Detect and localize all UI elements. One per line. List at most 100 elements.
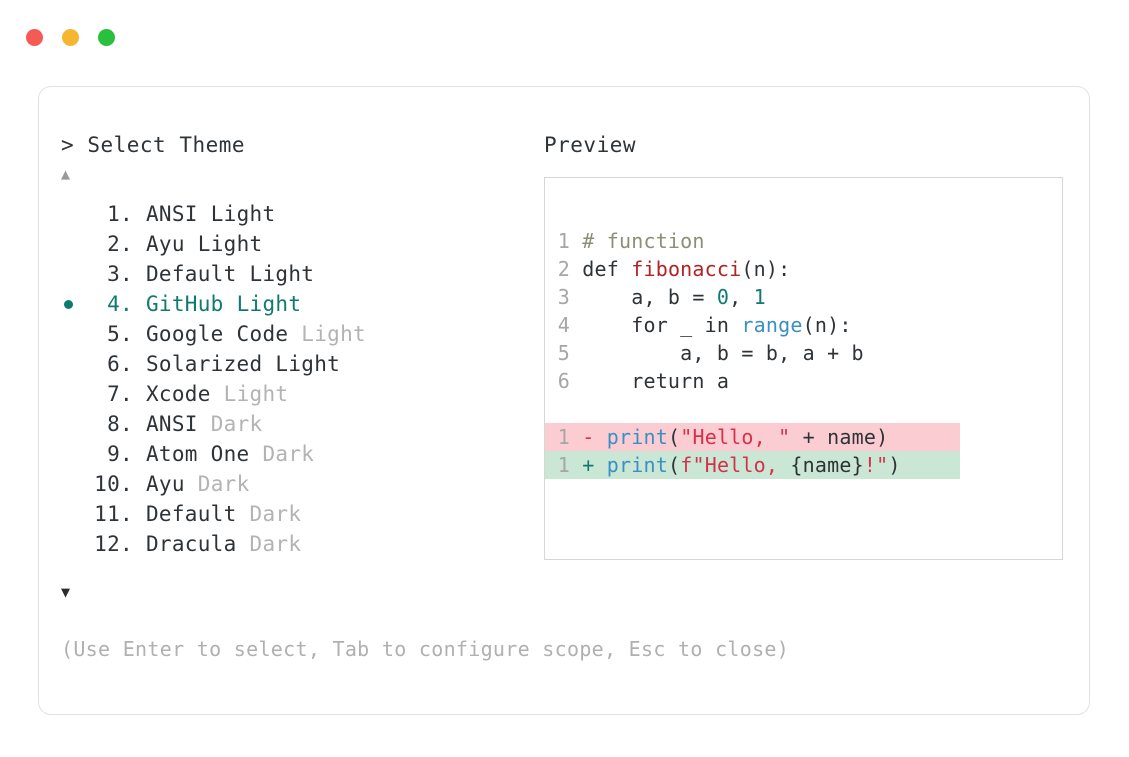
- theme-list-item[interactable]: 3. Default Light: [61, 259, 521, 289]
- spacer: [133, 262, 146, 286]
- selection-bullet-icon: [64, 270, 73, 279]
- spacer: [595, 453, 607, 477]
- code-token: (n):: [741, 257, 791, 281]
- selection-bullet-icon: [64, 390, 73, 399]
- theme-item-number: 12.: [94, 532, 133, 556]
- code-token: "Hello, ": [680, 425, 791, 449]
- theme-item-name: Solarized: [145, 352, 263, 376]
- theme-list-item[interactable]: 9. Atom One Dark: [61, 439, 521, 469]
- scroll-up-icon[interactable]: ▲: [61, 165, 71, 183]
- preview-label: Preview: [544, 133, 637, 157]
- theme-item-variant: Light: [210, 202, 276, 226]
- theme-list-item[interactable]: 10. Ayu Dark: [61, 469, 521, 499]
- code-token: range: [741, 313, 803, 337]
- code-token: 1: [753, 285, 766, 309]
- window-titlebar: [26, 29, 115, 46]
- theme-list-item[interactable]: 4. GitHub Light: [61, 289, 521, 319]
- line-number: 6: [557, 369, 570, 393]
- selection-bullet-icon: [64, 330, 73, 339]
- spacer: [133, 322, 146, 346]
- spacer: [211, 382, 224, 406]
- spacer: [570, 341, 582, 365]
- code-token: def: [582, 257, 632, 281]
- theme-item-name: Dracula: [145, 532, 237, 556]
- spacer: [570, 453, 582, 477]
- theme-list-item[interactable]: 12. Dracula Dark: [61, 529, 521, 559]
- code-token: 0: [716, 285, 730, 309]
- selection-bullet-icon: [64, 510, 73, 519]
- theme-item-name: Xcode: [145, 382, 211, 406]
- selection-bullet-icon: [64, 210, 73, 219]
- theme-list-item[interactable]: 6. Solarized Light: [61, 349, 521, 379]
- theme-list-item[interactable]: 2. Ayu Light: [61, 229, 521, 259]
- diff-removed-line: 1 - print("Hello, " + name): [545, 423, 960, 451]
- theme-list-item[interactable]: 7. Xcode Light: [61, 379, 521, 409]
- spacer: [262, 352, 275, 376]
- spacer: [288, 322, 301, 346]
- spacer: [133, 412, 146, 436]
- theme-item-name: Atom One: [145, 442, 250, 466]
- theme-item-number: 10.: [94, 472, 133, 496]
- window-close-button[interactable]: [26, 29, 43, 46]
- spacer: [185, 472, 198, 496]
- theme-item-variant: Light: [301, 322, 366, 346]
- line-number: 3: [557, 285, 570, 309]
- theme-item-variant: Dark: [197, 472, 250, 496]
- spacer: [185, 232, 198, 256]
- spacer: [237, 262, 250, 286]
- theme-list-item[interactable]: 11. Default Dark: [61, 499, 521, 529]
- theme-list-item[interactable]: 1. ANSI Light: [61, 199, 521, 229]
- theme-item-number: 3.: [107, 262, 133, 286]
- code-token: print: [606, 453, 668, 477]
- spacer: [237, 532, 250, 556]
- theme-item-number: 8.: [107, 412, 133, 436]
- theme-item-name: Google Code: [145, 322, 289, 346]
- theme-item-variant: Light: [197, 232, 263, 256]
- diff-added-line: 1 + print(f"Hello, {name}!"): [545, 451, 960, 479]
- spacer: [224, 292, 237, 316]
- theme-item-number: 6.: [107, 352, 133, 376]
- page-title: Select Theme: [87, 133, 246, 157]
- code-token: print: [606, 425, 668, 449]
- scroll-down-icon[interactable]: ▼: [61, 583, 71, 601]
- selection-bullet-icon: [64, 540, 73, 549]
- code-token: f"Hello,: [680, 453, 791, 477]
- spacer: [133, 472, 146, 496]
- code-line: 4 for _ in range(n):: [556, 311, 1062, 339]
- selection-bullet-icon: [64, 240, 73, 249]
- code-token: ,: [729, 285, 754, 309]
- spacer: [595, 425, 607, 449]
- theme-item-name: Default: [145, 262, 237, 286]
- window-minimize-button[interactable]: [62, 29, 79, 46]
- line-number: 1: [557, 425, 570, 449]
- theme-list-item[interactable]: 5. Google Code Light: [61, 319, 521, 349]
- code-token: (: [667, 425, 681, 449]
- theme-item-variant: Dark: [262, 442, 315, 466]
- code-line: 3 a, b = 0, 1: [556, 283, 1062, 311]
- theme-item-variant: Light: [275, 352, 341, 376]
- code-token: # function: [582, 229, 705, 253]
- theme-item-variant: Light: [223, 382, 289, 406]
- code-token: a, b =: [582, 285, 717, 309]
- code-token: (n):: [802, 313, 852, 337]
- spacer: [198, 412, 211, 436]
- theme-item-name: Ayu: [145, 232, 185, 256]
- code-blank-line: [556, 395, 1062, 423]
- spacer: [570, 313, 582, 337]
- code-token: !": [863, 453, 889, 477]
- line-number: 1: [557, 453, 570, 477]
- spacer: [198, 202, 211, 226]
- window-maximize-button[interactable]: [98, 29, 115, 46]
- theme-item-variant: Dark: [210, 412, 263, 436]
- theme-item-number: 11.: [94, 502, 133, 526]
- spacer: [133, 292, 146, 316]
- selection-bullet-icon: [64, 480, 73, 489]
- code-token: return a: [582, 369, 730, 393]
- theme-list-item[interactable]: 8. ANSI Dark: [61, 409, 521, 439]
- theme-item-name: Ayu: [145, 472, 185, 496]
